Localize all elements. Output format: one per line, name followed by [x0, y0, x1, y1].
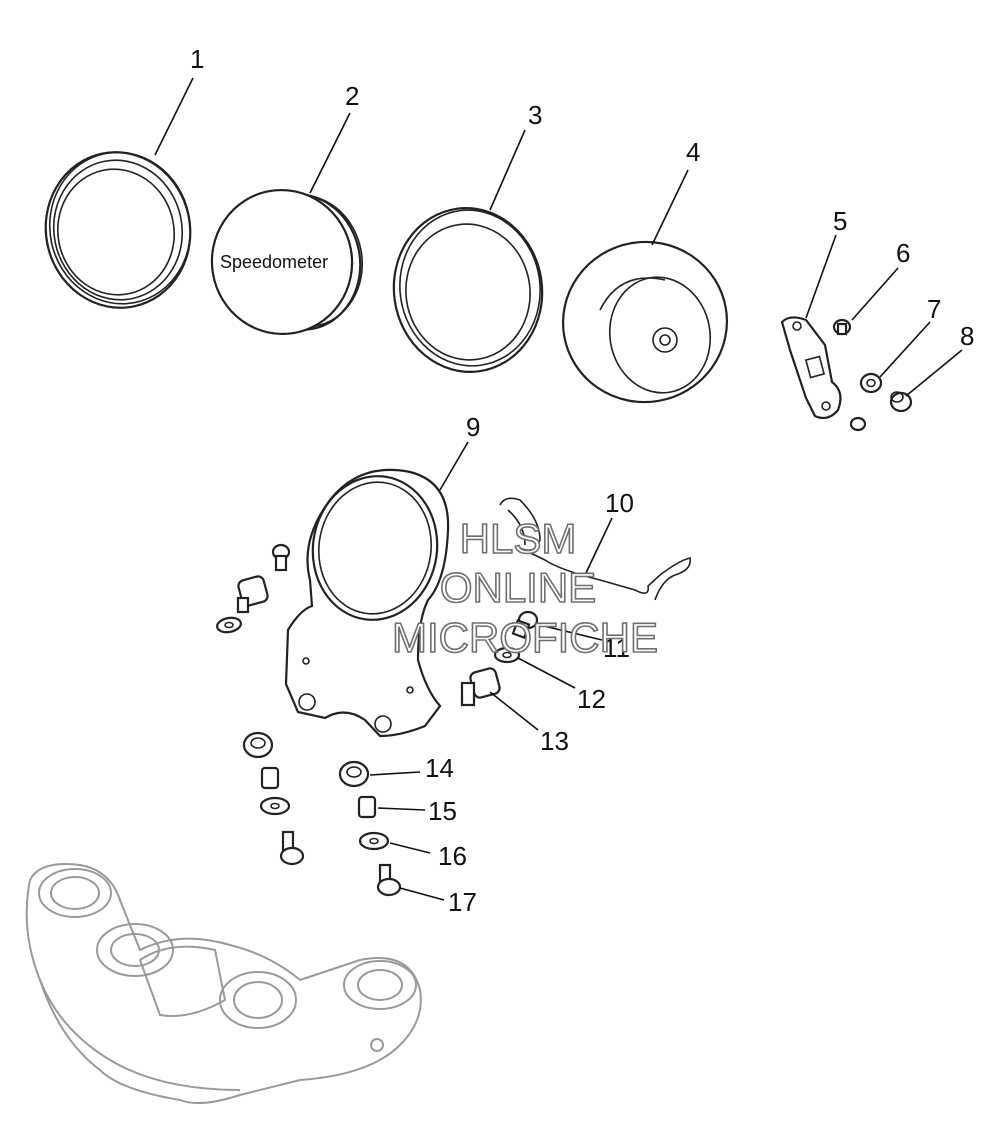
triple-clamp	[25, 863, 422, 1105]
callout-15: 15	[428, 796, 457, 826]
part-12-washer	[493, 646, 521, 664]
left-stack-grommet	[242, 731, 274, 759]
callout-12: 12	[577, 684, 606, 714]
left-rubber-mount	[216, 543, 291, 634]
callout-3: 3	[528, 100, 542, 130]
part-2-speedometer: Speedometer	[210, 188, 364, 336]
part-15-spacer	[357, 795, 377, 819]
left-stack-washer	[259, 796, 291, 816]
callout-10: 10	[605, 488, 634, 518]
part-7-washer	[859, 372, 883, 394]
callout-6: 6	[896, 238, 910, 268]
part-6-screw	[832, 318, 852, 336]
bracket-screw	[849, 416, 867, 432]
part-16-washer	[358, 831, 390, 851]
part-11-screw	[511, 610, 539, 640]
callout-14: 14	[425, 753, 454, 783]
part-3-gasket-ring	[392, 207, 544, 373]
part-8-nut	[889, 391, 913, 413]
callout-17: 17	[448, 887, 477, 917]
part-17-bolt	[376, 863, 402, 897]
part-14-grommet	[338, 760, 370, 788]
callout-5: 5	[833, 206, 847, 236]
watermark-line-1: HLSM	[460, 515, 577, 562]
watermark-line-2: ONLINE	[440, 564, 596, 611]
part-4-housing-cup	[561, 240, 729, 404]
callout-1: 1	[190, 44, 204, 74]
part-9-mounting-plate	[284, 468, 450, 738]
part-13-rubber-mount	[460, 667, 501, 707]
part-5-bracket	[780, 316, 842, 420]
callout-13: 13	[540, 726, 569, 756]
left-stack-bolt	[279, 830, 305, 866]
callout-11: 11	[603, 633, 630, 663]
callout-7: 7	[927, 294, 941, 324]
callout-4: 4	[686, 137, 700, 167]
callout-2: 2	[345, 81, 359, 111]
watermark-line-3: MICROFICHE	[392, 614, 658, 661]
callout-numbers: 1 2 3 4 5 6 7 8 9 10 11 12 13 14 15 16 1…	[190, 44, 974, 917]
watermark: HLSM ONLINE MICROFICHE	[391, 514, 659, 662]
speedometer-label: Speedometer	[220, 252, 328, 272]
part-1-bezel-ring	[44, 151, 192, 309]
callout-9: 9	[466, 412, 480, 442]
callout-8: 8	[960, 321, 974, 351]
part-10-wire-clip	[499, 497, 692, 601]
leader-lines	[154, 77, 963, 901]
left-stack-spacer	[260, 766, 280, 790]
callout-16: 16	[438, 841, 467, 871]
